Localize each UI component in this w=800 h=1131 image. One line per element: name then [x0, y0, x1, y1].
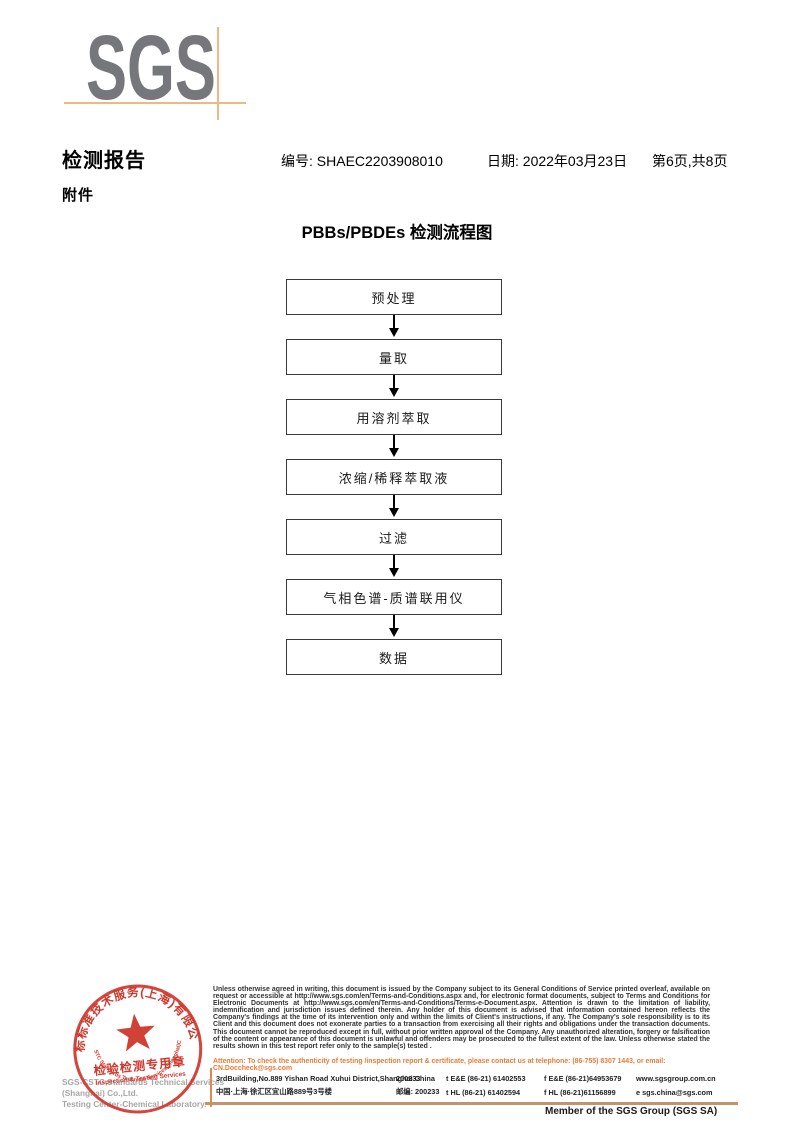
- address-row: 3rdBuilding,No.889 Yishan Road Xuhui Dis…: [216, 1072, 716, 1086]
- down-arrow-icon: [286, 615, 502, 639]
- svg-text:SGS: SGS: [86, 28, 216, 110]
- flowchart-box: 预处理: [286, 279, 502, 315]
- address-text: 3rdBuilding,No.889 Yishan Road Xuhui Dis…: [216, 1074, 435, 1084]
- flowchart-step: 气相色谱-质谱联用仪: [286, 579, 502, 639]
- legal-disclaimer: Unless otherwise agreed in writing, this…: [213, 986, 710, 1050]
- down-arrow-icon: [286, 495, 502, 519]
- flowchart-box: 量取: [286, 339, 502, 375]
- down-arrow-icon: [286, 435, 502, 459]
- flowchart-box: 过滤: [286, 519, 502, 555]
- stamp-icon: 通标标准技术服务(上海)有限公司 SGS-CSTC Standards Tech…: [58, 967, 203, 1114]
- sgs-logo-icon: SGS: [86, 17, 216, 119]
- attachment-label: 附件: [62, 187, 95, 204]
- flowchart-box-label: 用溶剂萃取: [356, 410, 432, 426]
- address-row: 中国·上海·徐汇区宜山路889号3号楼 邮编: 200233 t HL (86-…: [216, 1086, 713, 1100]
- flowchart-title: PBBs/PBDEs 检测流程图: [301, 224, 493, 242]
- web-or-email: e sgs.china@sgs.com: [636, 1087, 713, 1097]
- flowchart-step: 数据: [286, 639, 502, 675]
- postcode: 200233: [396, 1074, 421, 1084]
- address-block: 3rdBuilding,No.889 Yishan Road Xuhui Dis…: [216, 1072, 716, 1100]
- flowchart: 预处理 量取 用溶剂萃取: [286, 279, 502, 675]
- down-arrow-icon: [286, 555, 502, 579]
- footer-rule: [205, 1102, 738, 1105]
- flowchart-box: 数据: [286, 639, 502, 675]
- logo-vertical-line: [217, 27, 219, 120]
- address-divider-line: [210, 1068, 212, 1107]
- attention-notice: Attention: To check the authenticity of …: [213, 1058, 666, 1073]
- flowchart-box-label: 预处理: [371, 290, 417, 306]
- down-arrow-icon: [286, 375, 502, 399]
- flowchart-box-label: 过滤: [378, 530, 409, 546]
- fax: f HL (86-21)61156899: [544, 1087, 616, 1097]
- postcode: 邮编: 200233: [396, 1087, 440, 1097]
- flowchart-step: 过滤: [286, 519, 502, 579]
- telephone: t HL (86-21) 61402594: [446, 1087, 521, 1097]
- telephone: t E&E (86-21) 61402553: [446, 1074, 526, 1084]
- fax: f E&E (86-21)64953679: [544, 1074, 622, 1084]
- flowchart-step: 预处理: [286, 279, 502, 339]
- flowchart-box-label: 量取: [378, 350, 409, 366]
- sgs-logo: SGS: [86, 17, 226, 119]
- inspection-stamp: 通标标准技术服务(上海)有限公司 SGS-CSTC Standards Tech…: [58, 967, 211, 1126]
- page-title: 检测报告: [62, 150, 146, 172]
- web-or-email: www.sgsgroup.com.cn: [636, 1074, 716, 1084]
- logo-horizontal-line: [64, 102, 246, 104]
- flowchart-box: 气相色谱-质谱联用仪: [286, 579, 502, 615]
- page-indicator: 第6页,共8页: [652, 153, 728, 169]
- address-text: 中国·上海·徐汇区宜山路889号3号楼: [216, 1087, 332, 1097]
- lab-name-line1: SGS-CSTC Standards Technical Services (S…: [62, 1077, 225, 1098]
- flowchart-box-label: 浓缩/稀释萃取液: [338, 470, 450, 486]
- flowchart-step: 量取: [286, 339, 502, 399]
- sgs-membership-note: Member of the SGS Group (SGS SA): [545, 1106, 718, 1117]
- flowchart-step: 用溶剂萃取: [286, 399, 502, 459]
- report-number: 编号: SHAEC2203908010: [281, 153, 443, 169]
- flowchart-box: 浓缩/稀释萃取液: [286, 459, 502, 495]
- lab-name: SGS-CSTC Standards Technical Services (S…: [62, 1077, 232, 1110]
- report-date: 日期: 2022年03月23日: [487, 153, 628, 169]
- down-arrow-icon: [286, 315, 502, 339]
- lab-name-line2: Testing Center-Chemical Laboratory.: [62, 1099, 207, 1109]
- flowchart-step: 浓缩/稀释萃取液: [286, 459, 502, 519]
- flowchart-box: 用溶剂萃取: [286, 399, 502, 435]
- flowchart-box-label: 数据: [378, 650, 409, 666]
- flowchart-box-label: 气相色谱-质谱联用仪: [323, 590, 465, 606]
